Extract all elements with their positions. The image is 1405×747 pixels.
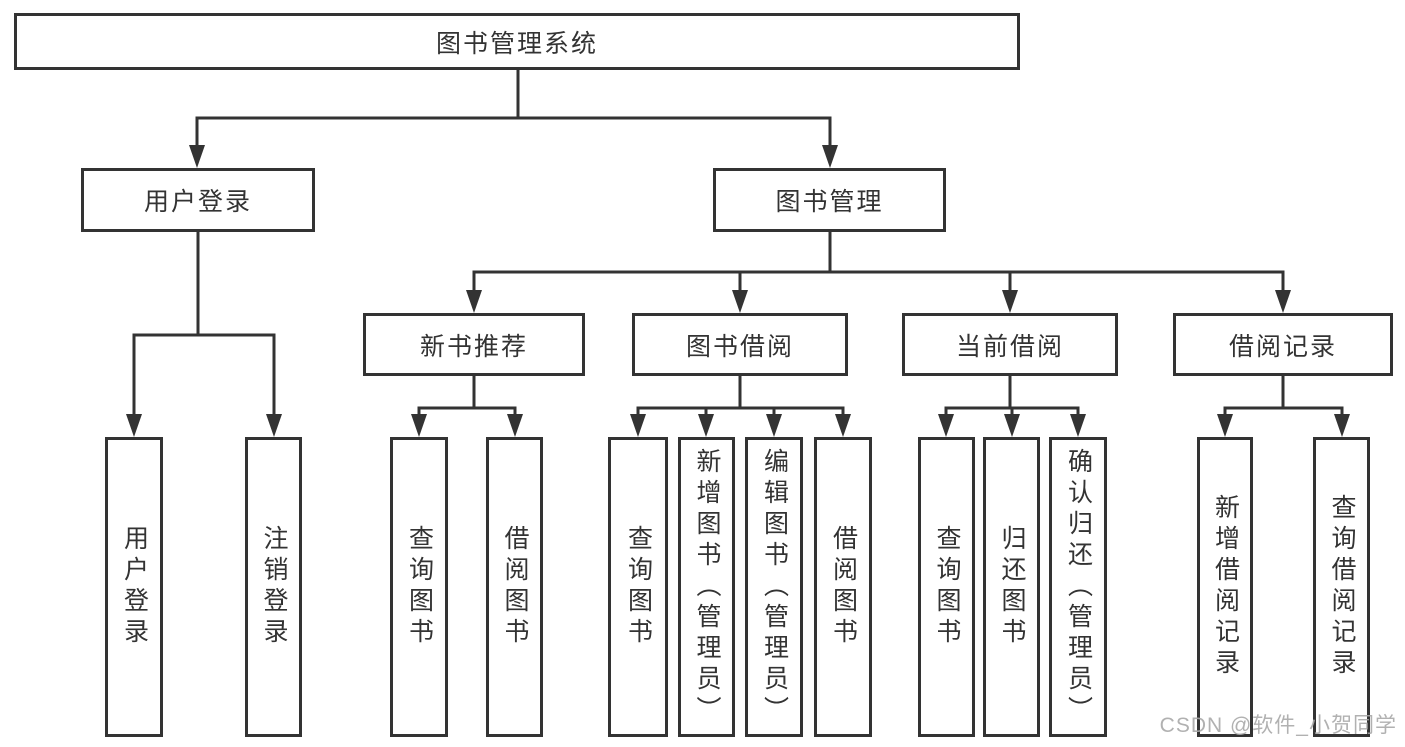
node-new-book-recommendation: 新书推荐: [363, 313, 585, 376]
leaf-add-borrow-record: 新增借阅记录: [1197, 437, 1253, 737]
node-label: 新书推荐: [419, 332, 528, 361]
leaf-return-books: 归还图书: [983, 437, 1040, 737]
node-label: 图书管理系统: [435, 29, 598, 58]
leaf-label: 查询借阅记录: [1328, 494, 1356, 680]
leaf-label: 归还图书: [998, 525, 1026, 649]
leaf-label: 新增借阅记录: [1211, 494, 1240, 680]
leaf-edit-books-admin: 编辑图书（管理员）: [745, 437, 803, 737]
leaf-add-books-admin: 新增图书（管理员）: [678, 437, 735, 737]
leaf-query-borrow-record: 查询借阅记录: [1313, 437, 1370, 737]
leaf-confirm-return-admin: 确认归还（管理员）: [1049, 437, 1107, 737]
node-label: 图书借阅: [685, 332, 794, 361]
csdn-watermark: CSDN @软件_小贺同学: [1159, 714, 1397, 737]
node-label: 用户登录: [143, 188, 252, 216]
leaf-label: 查询图书: [624, 525, 653, 649]
leaf-user-login: 用户登录: [105, 437, 163, 737]
node-library-management-system: 图书管理系统: [14, 13, 1020, 70]
leaf-label: 用户登录: [120, 525, 149, 649]
node-user-login: 用户登录: [81, 168, 315, 232]
leaf-query-books-recommend: 查询图书: [390, 437, 448, 737]
arrowheads: [126, 145, 1350, 437]
node-current-borrowing: 当前借阅: [902, 313, 1118, 376]
leaf-label: 编辑图书（管理员）: [760, 447, 789, 727]
leaf-borrow-books-recommend: 借阅图书: [486, 437, 543, 737]
leaf-query-books-borrow: 查询图书: [608, 437, 668, 737]
node-book-management: 图书管理: [713, 168, 946, 232]
leaf-label: 查询图书: [405, 525, 434, 649]
node-borrowing-records: 借阅记录: [1173, 313, 1393, 376]
leaf-label: 注销登录: [260, 525, 288, 649]
leaf-label: 借阅图书: [501, 525, 529, 649]
leaf-logout: 注销登录: [245, 437, 302, 737]
leaf-label: 借阅图书: [829, 525, 858, 649]
leaf-label: 确认归还（管理员）: [1064, 447, 1093, 727]
node-label: 当前借阅: [955, 332, 1064, 361]
node-label: 图书管理: [775, 188, 884, 216]
leaf-label: 查询图书: [933, 525, 961, 649]
node-label: 借阅记录: [1228, 332, 1337, 361]
node-book-borrowing: 图书借阅: [632, 313, 848, 376]
leaf-label: 新增图书（管理员）: [693, 447, 721, 727]
leaf-borrow-books: 借阅图书: [814, 437, 872, 737]
leaf-query-books-current: 查询图书: [918, 437, 975, 737]
